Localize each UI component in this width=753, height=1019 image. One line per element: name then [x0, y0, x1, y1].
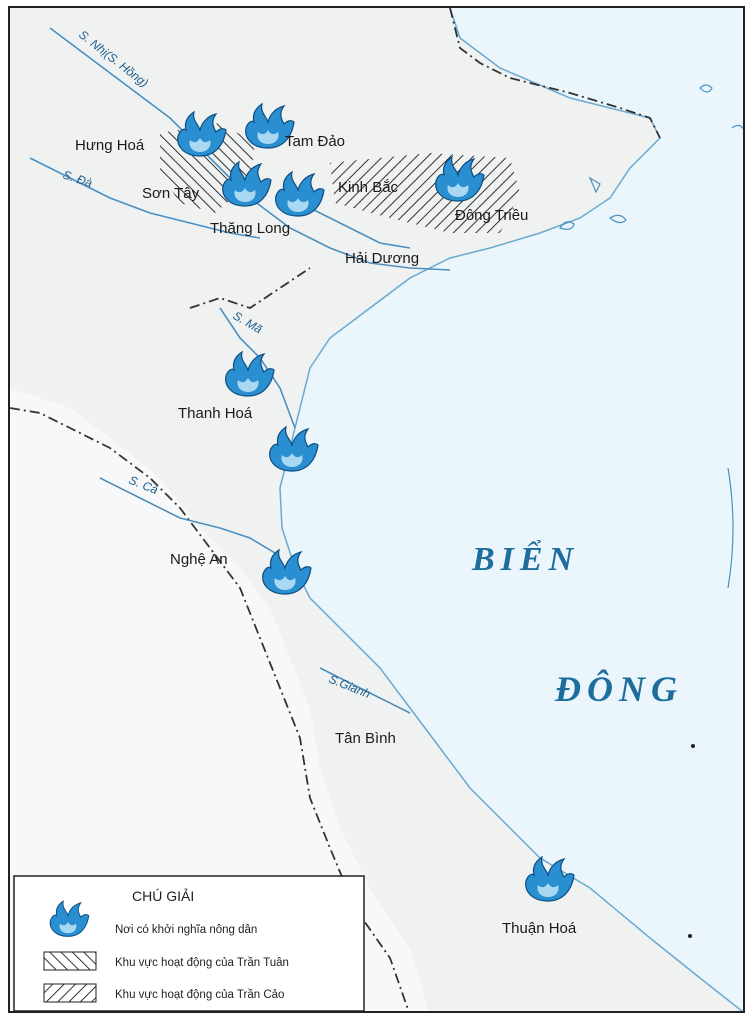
legend-title: CHÚ GIẢI — [132, 888, 194, 904]
legend-item-label: Khu vực hoạt động của Trần Tuân — [115, 957, 289, 969]
place-label-thanh-hoa: Thanh Hoá — [178, 405, 253, 422]
hatch-trancao-icon — [43, 983, 97, 1003]
place-label-thang-long: Thăng Long — [210, 220, 290, 237]
place-label-nghe-an: Nghệ An — [170, 551, 228, 568]
west-region — [10, 388, 429, 1011]
hatch-trantuan-icon — [43, 951, 97, 971]
place-label-kinh-bac: Kinh Bắc — [338, 179, 399, 196]
sea-name-line1: BIỂN — [471, 540, 579, 578]
place-label-hung-hoa: Hưng Hoá — [75, 137, 145, 154]
legend-item-label: Nơi có khởi nghĩa nông dân — [115, 924, 257, 936]
islands — [559, 84, 743, 589]
place-label-tam-dao: Tam Đảo — [285, 133, 345, 150]
sea-name-line2: ĐÔNG — [554, 669, 683, 709]
legend-item-label: Khu vực hoạt động của Trần Cảo — [115, 989, 284, 1001]
legend: CHÚ GIẢI Nơi có khởi nghĩa nông dân Khu … — [13, 875, 365, 1011]
place-label-dong-trieu: Đông Triều — [455, 207, 528, 224]
place-label-son-tay: Sơn Tây — [142, 185, 200, 202]
sea-dot — [691, 744, 695, 748]
map-frame: S. Nhị(S. Hồng) S. Đà S. Mã S. Cả S.Gian… — [8, 6, 745, 1013]
coastline — [279, 8, 743, 1011]
place-label-thuan-hoa: Thuận Hoá — [502, 920, 577, 937]
sea-dot — [688, 934, 692, 938]
place-label-hai-duong: Hải Dương — [345, 250, 419, 267]
place-label-tan-binh: Tân Bình — [335, 730, 396, 747]
